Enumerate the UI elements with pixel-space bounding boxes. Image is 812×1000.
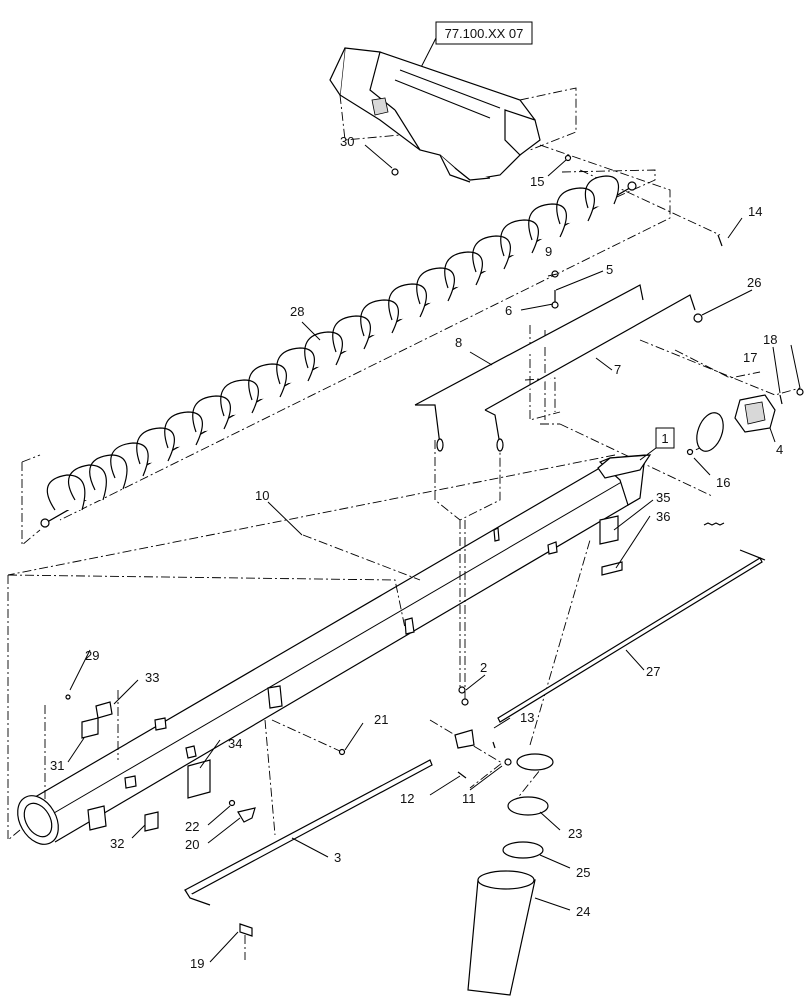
callout-10: 10 — [255, 488, 269, 503]
assembly-box[interactable]: 1 — [655, 427, 675, 449]
callout-8: 8 — [455, 335, 462, 350]
callout-17: 17 — [743, 350, 757, 365]
decals — [81, 515, 623, 832]
callout-19: 19 — [190, 956, 204, 971]
callout-33: 33 — [145, 670, 159, 685]
callout-22: 22 — [185, 819, 199, 834]
callout-11: 11 — [462, 791, 476, 806]
leader-lines — [67, 144, 801, 963]
callout-5: 5 — [606, 262, 613, 277]
callout-23: 23 — [568, 826, 582, 841]
rods — [184, 549, 766, 906]
hardware — [65, 154, 804, 937]
callout-21: 21 — [374, 712, 388, 727]
callout-26: 26 — [747, 275, 761, 290]
callout-15: 15 — [530, 174, 544, 189]
callout-labels: 28 9 5 6 8 7 26 14 15 30 18 17 4 16 35 3… — [50, 134, 783, 971]
reference-box-label: 77.100.XX 07 — [445, 26, 524, 41]
callout-4: 4 — [776, 442, 783, 457]
callout-7: 7 — [614, 362, 621, 377]
callout-16: 16 — [716, 475, 730, 490]
callout-29: 29 — [85, 648, 99, 663]
callout-28: 28 — [290, 304, 304, 319]
callout-32: 32 — [110, 836, 124, 851]
callout-6: 6 — [505, 303, 512, 318]
callout-35: 35 — [656, 490, 670, 505]
callout-31: 31 — [50, 758, 64, 773]
auger-flighting — [40, 175, 637, 528]
callout-13: 13 — [520, 710, 534, 725]
callout-27: 27 — [646, 664, 660, 679]
callout-30: 30 — [340, 134, 354, 149]
callout-24: 24 — [576, 904, 590, 919]
callout-18: 18 — [763, 332, 777, 347]
callout-9: 9 — [545, 244, 552, 259]
shafts — [414, 284, 696, 452]
callout-25: 25 — [576, 865, 590, 880]
spout-parts — [467, 753, 554, 996]
callout-36: 36 — [656, 509, 670, 524]
assembly-box-label: 1 — [661, 431, 668, 446]
callout-2: 2 — [480, 660, 487, 675]
auger-tube — [17, 454, 652, 845]
reference-box[interactable]: 77.100.XX 07 — [435, 21, 533, 45]
callout-12: 12 — [400, 791, 414, 806]
callout-34: 34 — [228, 736, 242, 751]
callout-3: 3 — [334, 850, 341, 865]
construction-lines — [7, 87, 801, 960]
callout-20: 20 — [185, 837, 199, 852]
callout-14: 14 — [748, 204, 762, 219]
hopper-assembly — [329, 47, 541, 183]
